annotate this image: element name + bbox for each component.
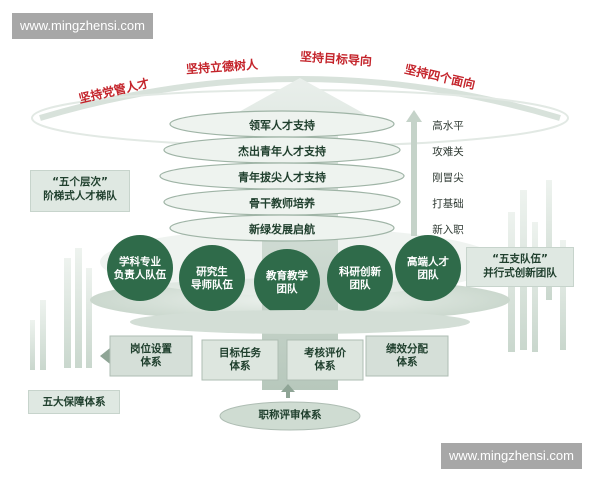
right-box-line2: 并行式创新团队 [483,267,557,279]
system-2-line2: 体系 [229,360,251,372]
level-1: 领军人才支持 [249,119,315,132]
system-1: 岗位设置 体系 [114,343,188,369]
team-1-line2: 负责人队伍 [113,269,167,281]
system-4-line2: 体系 [396,356,418,368]
watermark-top: www.mingzhensi.com [12,13,153,39]
team-4-line2: 团队 [349,279,371,291]
system-2: 目标任务 体系 [204,347,276,373]
left-box-line2: 阶梯式人才梯队 [43,190,117,202]
level-5: 新绿发展启航 [249,223,315,236]
bottom-system-ellipse [219,401,361,431]
funnel-rim [130,310,470,334]
team-2: 研究生 导师队伍 [182,266,242,292]
team-3-line1: 教育教学 [266,270,308,282]
team-circles [107,235,461,315]
difficulty-2: 攻难关 [432,146,464,158]
system-1-line2: 体系 [140,356,162,368]
level-4: 骨干教师培养 [249,197,315,210]
right-box: “五支队伍” 并行式创新团队 [466,247,574,287]
system-3-line2: 体系 [314,360,336,372]
bottom-system-label: 职称评审体系 [258,409,322,421]
level-bands [159,110,405,242]
team-1-line1: 学科专业 [119,256,161,268]
team-5: 高端人才 团队 [398,256,458,282]
right-box-line1: “五支队伍” [492,253,548,265]
team-3-line2: 团队 [276,283,298,295]
system-4-line1: 绩效分配 [386,343,428,355]
team-5-line1: 高端人才 [407,256,449,268]
system-boxes [100,335,449,398]
difficulty-5: 新入职 [432,224,464,236]
team-4-line1: 科研创新 [339,266,381,278]
difficulty-arrow [406,110,422,236]
left-box-line1: “五个层次” [52,176,108,188]
system-2-line1: 目标任务 [219,347,261,359]
watermark-bottom: www.mingzhensi.com [441,443,582,469]
level-2: 杰出青年人才支持 [238,145,326,158]
left-bottom-box: 五大保障体系 [28,390,120,414]
system-3-line1: 考核评价 [304,347,346,359]
team-1: 学科专业 负责人队伍 [110,256,170,282]
team-4: 科研创新 团队 [330,266,390,292]
team-3: 教育教学 团队 [257,270,317,296]
decor-bars-left [30,248,92,370]
level-3: 青年拔尖人才支持 [238,171,326,184]
difficulty-3: 刚冒尖 [432,172,464,184]
difficulty-4: 打基础 [432,198,464,210]
team-2-line2: 导师队伍 [191,279,233,291]
difficulty-1: 高水平 [432,120,464,132]
system-3: 考核评价 体系 [289,347,361,373]
left-box: “五个层次” 阶梯式人才梯队 [30,170,130,212]
team-5-line2: 团队 [417,269,439,281]
system-4: 绩效分配 体系 [370,343,444,369]
team-2-line1: 研究生 [196,266,228,278]
system-1-line1: 岗位设置 [130,343,172,355]
